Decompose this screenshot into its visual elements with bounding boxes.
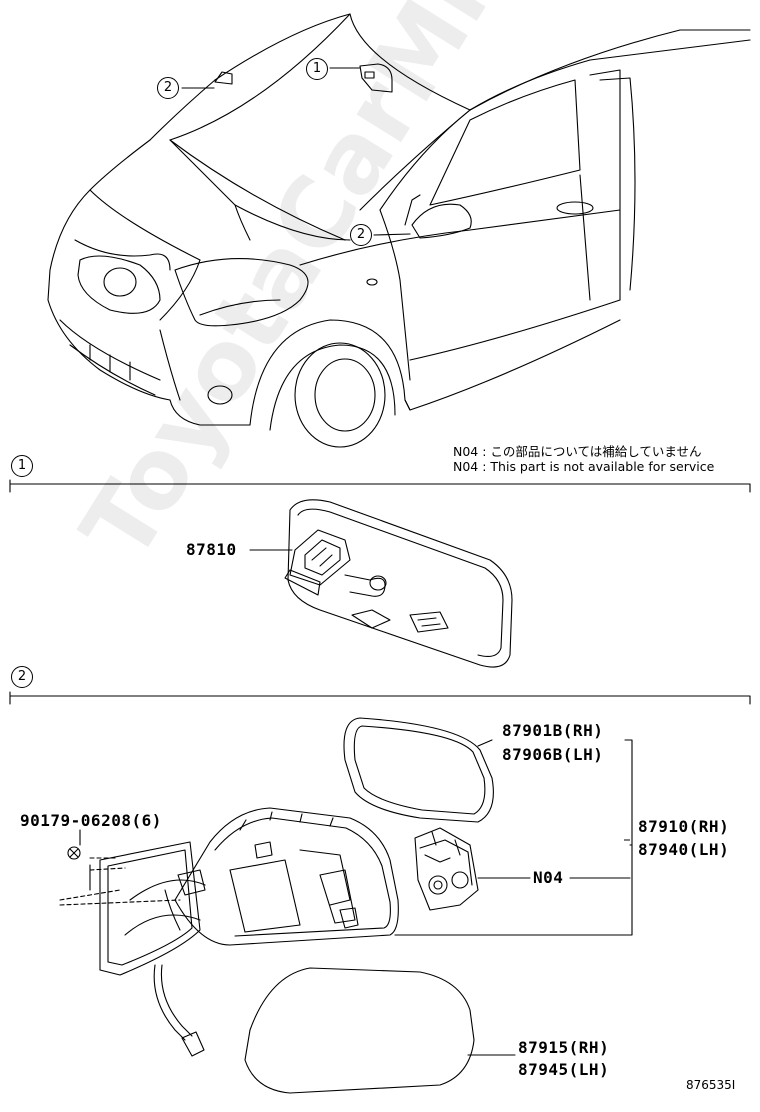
part-87810: 87810 (186, 540, 237, 559)
mirror-base (99, 841, 206, 1057)
figure-number: 876535I (686, 1078, 736, 1092)
part-glass-lh: 87906B(LH) (502, 745, 604, 764)
inner-rearview-mirror (284, 499, 513, 668)
mirror-motor (414, 827, 479, 911)
part-assy-lh: 87940(LH) (638, 840, 730, 859)
callout-1-windshield: 1 (306, 58, 328, 80)
part-assy-rh: 87910(RH) (638, 817, 730, 836)
callout-2-roof: 2 (157, 77, 179, 99)
callout-2-door: 2 (350, 224, 372, 246)
part-cover-rh: 87915(RH) (518, 1038, 610, 1057)
part-glass-rh: 87901B(RH) (502, 721, 604, 740)
part-n04: N04 (533, 868, 564, 887)
mirror-housing (164, 807, 399, 946)
section-2-marker: 2 (11, 666, 33, 688)
part-cover-lh: 87945(LH) (518, 1060, 610, 1079)
part-screw: 90179-06208(6) (20, 811, 162, 830)
note-en: N04 : This part is not available for ser… (453, 459, 715, 474)
mirror-cover (244, 967, 475, 1094)
section-1-marker: 1 (11, 455, 33, 477)
mirror-glass (343, 717, 494, 823)
car-illustration (47, 13, 751, 448)
note-jp: N04 : この部品については補給していません (453, 444, 702, 459)
